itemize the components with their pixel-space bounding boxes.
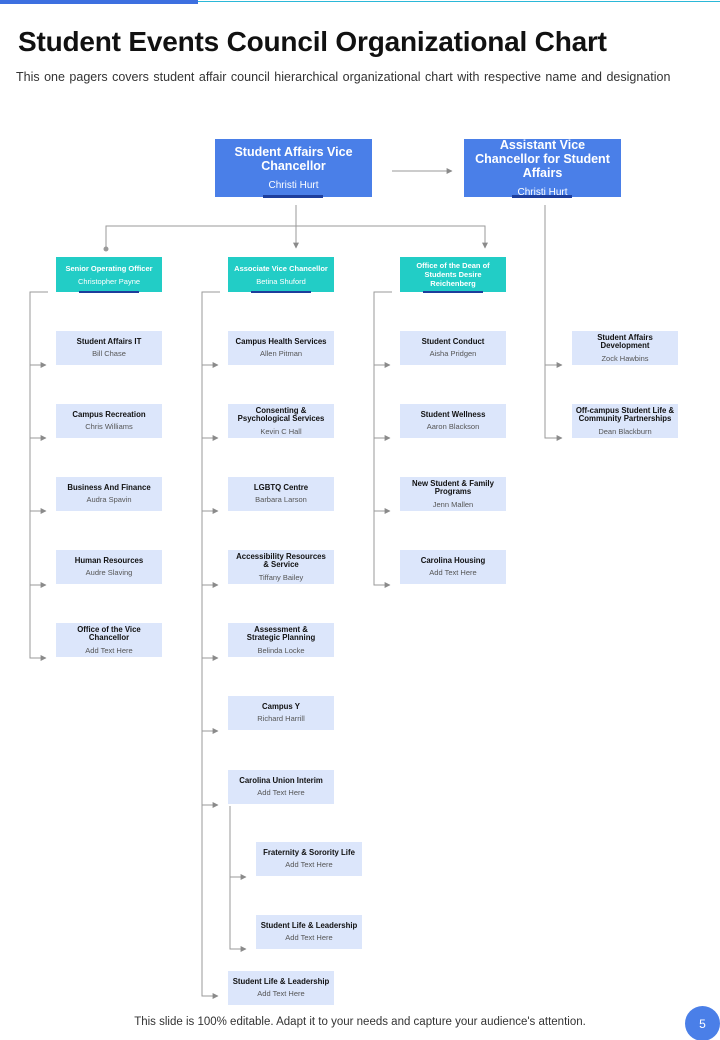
org-box-title: Student Life & Leadership [260, 920, 358, 930]
org-box-leaf: Campus Health Services Allen Pitman [228, 331, 334, 365]
org-box-title: Assessment & Strategic Planning [246, 624, 316, 642]
org-box-accent [251, 291, 311, 293]
org-box-title: Campus Health Services [235, 336, 327, 346]
org-box-leaf: Student Affairs IT Bill Chase [56, 331, 162, 365]
org-box-title: Office of the Dean of Students Desire Re… [416, 261, 490, 288]
org-box-title: Off-campus Student Life & Community Part… [575, 405, 675, 423]
col2-bracket [201, 291, 220, 997]
org-box-leaf: Campus Y Richard Harrill [228, 696, 334, 730]
org-box-title: Accessibility Resources & Service [236, 551, 326, 569]
org-box-leaf: Student Affairs Development Zock Hawbins [572, 331, 678, 365]
org-box-title: Fraternity & Sorority Life [263, 847, 355, 857]
footer-note: This slide is 100% editable. Adapt it to… [134, 1016, 586, 1028]
org-box-person: Belinda Locke [257, 645, 305, 655]
org-box-leaf: Student Conduct Aisha Pridgen [400, 331, 506, 365]
org-box-title: Student Life & Leadership [232, 976, 330, 986]
page-title: Student Events Council Organizational Ch… [18, 26, 607, 57]
org-box-accent [512, 195, 572, 198]
org-box-assistant-vice-chancellor: Assistant Vice Chancellor for Student Af… [464, 138, 621, 198]
org-box-title: LGBTQ Centre [253, 482, 309, 492]
branch-dot [103, 246, 109, 252]
org-box-leaf: Human Resources Audre Slaving [56, 550, 162, 584]
org-box-leaf: Student Life & Leadership Add Text Here [228, 971, 334, 1005]
org-box-leaf: New Student & Family Programs Jenn Malle… [400, 477, 506, 511]
page-number: 5 [685, 1006, 720, 1040]
org-box-dean-of-students: Office of the Dean of Students Desire Re… [400, 257, 506, 293]
page-subtitle: This one pagers covers student affair co… [16, 70, 671, 84]
org-box-title: New Student & Family Programs [412, 478, 494, 496]
org-box-person: Chris Williams [85, 422, 133, 432]
org-box-person: Add Text Here [85, 645, 133, 655]
top-accent-bar-secondary [198, 1, 720, 2]
org-box-person: Audre Slaving [85, 568, 133, 578]
org-box-person: Dean Blackburn [598, 426, 652, 436]
org-box-person: Allen Pitman [259, 349, 303, 359]
org-box-accent [423, 291, 483, 293]
org-box-person: Add Text Here [257, 989, 305, 999]
org-box-person: Christopher Payne [77, 276, 141, 286]
org-box-title: Campus Y [262, 701, 300, 711]
org-box-person: Betina Shuford [256, 276, 306, 286]
org-box-vice-chancellor: Student Affairs Vice Chancellor Christi … [215, 139, 372, 198]
org-box-leaf: Student Wellness Aaron Blackson [400, 404, 506, 438]
col1-bracket [29, 291, 48, 659]
org-box-title: Business And Finance [67, 482, 151, 492]
org-box-senior-operating-officer: Senior Operating Officer Christopher Pay… [56, 257, 162, 293]
org-box-person: Aaron Blackson [426, 422, 480, 432]
org-box-title: Campus Recreation [72, 409, 146, 419]
org-box-person: Add Text Here [429, 568, 477, 578]
org-box-person: Kevin C Hall [260, 426, 302, 436]
org-box-accent [79, 291, 139, 293]
org-box-person: Christi Hurt [517, 187, 568, 198]
top-accent-bar-primary [0, 0, 198, 4]
org-box-person: Christi Hurt [268, 180, 319, 191]
org-box-title: Student Affairs Development [597, 332, 653, 350]
org-box-person: Barbara Larson [255, 495, 307, 505]
org-box-person: Bill Chase [92, 349, 126, 359]
org-box-title: Consenting & Psychological Services [237, 405, 325, 423]
org-box-title: Assistant Vice Chancellor for Student Af… [475, 138, 610, 180]
org-box-person: Add Text Here [285, 860, 333, 870]
org-box-title: Student Wellness [420, 409, 486, 419]
top-accent-bar [0, 0, 720, 4]
org-box-title: Carolina Union Interim [239, 775, 323, 785]
col4-bracket [544, 205, 562, 439]
org-box-title: Human Resources [74, 555, 144, 565]
org-box-title: Senior Operating Officer [65, 263, 153, 273]
org-box-person: Audra Spavin [86, 495, 132, 505]
org-box-leaf: Assessment & Strategic Planning Belinda … [228, 623, 334, 657]
org-box-leaf: Consenting & Psychological Services Kevi… [228, 404, 334, 438]
org-box-person: Add Text Here [257, 788, 305, 798]
org-box-associate-vice-chancellor: Associate Vice Chancellor Betina Shuford [228, 257, 334, 293]
org-box-leaf: LGBTQ Centre Barbara Larson [228, 477, 334, 511]
org-box-title: Carolina Housing [420, 555, 486, 565]
org-box-person: Aisha Pridgen [429, 349, 477, 359]
org-box-person: Jenn Mallen [432, 499, 474, 509]
org-box-leaf: Campus Recreation Chris Williams [56, 404, 162, 438]
org-box-accent [263, 195, 323, 198]
org-box-leaf: Carolina Union Interim Add Text Here [228, 770, 334, 804]
org-box-leaf: Business And Finance Audra Spavin [56, 477, 162, 511]
org-box-person: Tiffany Bailey [258, 572, 304, 582]
org-box-leaf: Carolina Housing Add Text Here [400, 550, 506, 584]
org-box-title: Student Affairs Vice Chancellor [234, 145, 353, 173]
org-box-leaf: Off-campus Student Life & Community Part… [572, 404, 678, 438]
org-box-person: Richard Harrill [257, 714, 305, 724]
org-box-title: Associate Vice Chancellor [234, 263, 328, 273]
org-box-person: Add Text Here [285, 933, 333, 943]
org-box-leaf: Accessibility Resources & Service Tiffan… [228, 550, 334, 584]
org-box-leaf: Fraternity & Sorority Life Add Text Here [256, 842, 362, 876]
org-box-person: Zock Hawbins [601, 353, 649, 363]
org-box-title: Student Conduct [421, 336, 485, 346]
org-box-leaf: Office of the Vice Chancellor Add Text H… [56, 623, 162, 657]
org-box-leaf: Student Life & Leadership Add Text Here [256, 915, 362, 949]
org-box-title: Student Affairs IT [76, 336, 142, 346]
org-box-title: Office of the Vice Chancellor [77, 624, 141, 642]
